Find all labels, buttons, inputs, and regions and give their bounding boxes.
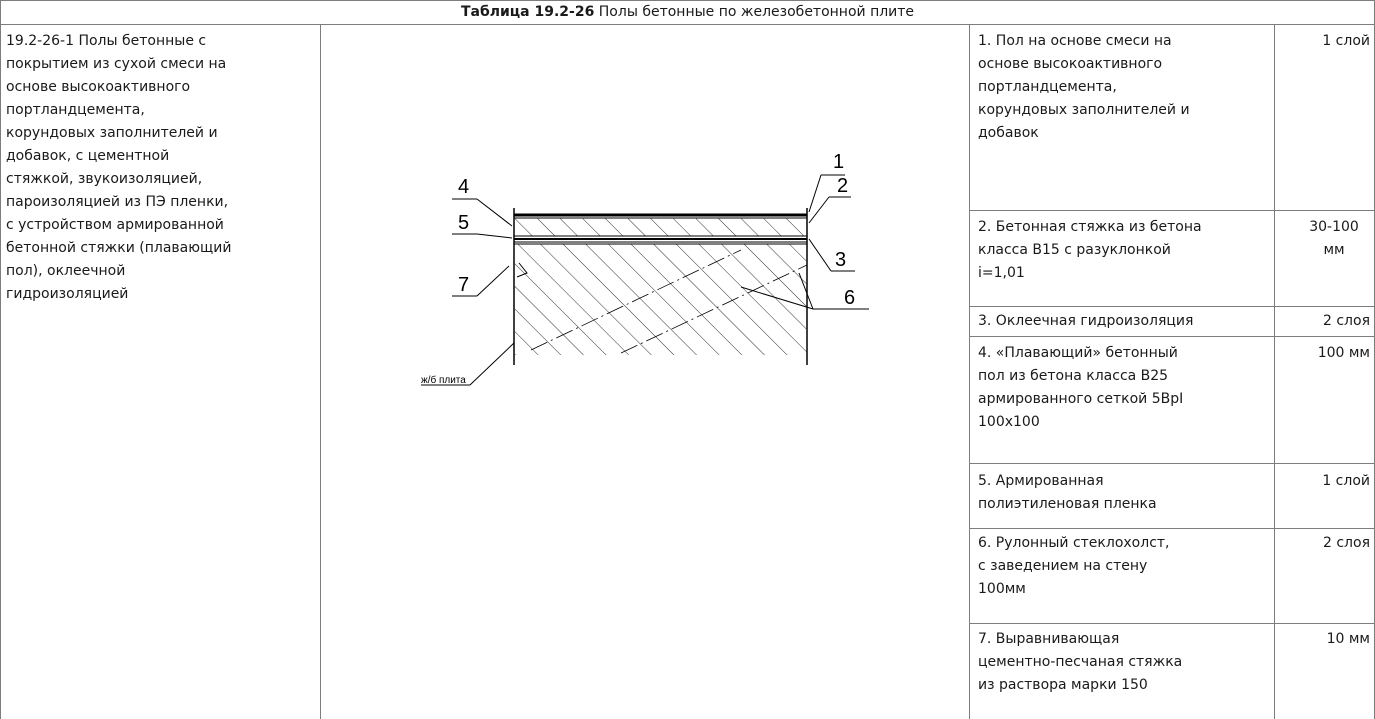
label-2: 2: [808, 175, 851, 224]
layer-3-text: 3. Оклеечная гидроизоляция: [978, 313, 1194, 329]
layer-3-value: 2 слоя: [1323, 313, 1370, 329]
concrete-slab: [514, 244, 807, 355]
label-5: 5: [452, 212, 513, 239]
layer-6-text: 6. Рулонный стеклохолст, с заведением на…: [978, 535, 1170, 597]
slab-label: ж/б плита: [421, 342, 515, 386]
table-title: Таблица 19.2-26 Полы бетонные по железоб…: [0, 0, 1375, 26]
slab-axis-line: [530, 249, 742, 351]
layer-5-text: 5. Армированная полиэтиленовая пленка: [978, 473, 1157, 512]
column-divider-2: [969, 24, 970, 719]
column-divider-3: [1274, 24, 1275, 719]
header-bottom-line: [0, 24, 1375, 25]
row-divider-2: [969, 306, 1375, 307]
layer-1-text: 1. Пол на основе смеси на основе высокоа…: [978, 33, 1190, 141]
layer-1-value: 1 слой: [1322, 33, 1370, 49]
label-6: 6: [740, 272, 869, 310]
table-border-left: [0, 0, 1, 719]
layer-5-value: 1 слой: [1322, 473, 1370, 489]
label-3: 3: [808, 238, 855, 272]
floor-type-description: 19.2-26-1 Полы бетонные с покрытием из с…: [6, 33, 232, 302]
svg-text:ж/б плита: ж/б плита: [421, 374, 466, 386]
svg-text:3: 3: [835, 249, 846, 271]
row-divider-1: [969, 210, 1375, 211]
svg-text:5: 5: [458, 212, 469, 234]
svg-text:4: 4: [458, 176, 469, 198]
layer-2-value: 30-100 мм: [1309, 219, 1359, 258]
svg-text:7: 7: [458, 274, 469, 296]
row-divider-5: [969, 528, 1375, 529]
floor-section-drawing: 1 2 3 4 5 6 7: [421, 151, 869, 386]
svg-text:2: 2: [837, 175, 848, 197]
layer-2-text: 2. Бетонная стяжка из бетона класса В15 …: [978, 219, 1202, 281]
layer-6-value: 2 слоя: [1323, 535, 1370, 551]
table-border-top: [0, 0, 1375, 1]
table-title-text: Полы бетонные по железобетонной плите: [594, 4, 915, 20]
floating-screed: [514, 218, 807, 236]
table-title-number: Таблица 19.2-26: [460, 4, 595, 20]
row-divider-6: [969, 623, 1375, 624]
row-divider-3: [969, 336, 1375, 337]
layer-4-value: 100 мм: [1317, 345, 1370, 361]
layer-7-text: 7. Выравнивающая цементно-песчаная стяжк…: [978, 631, 1183, 693]
layer-7-value: 10 мм: [1326, 631, 1370, 647]
label-4: 4: [452, 176, 513, 227]
label-7: 7: [452, 262, 528, 297]
layer-4-text: 4. «Плавающий» бетонный пол из бетона кл…: [978, 345, 1184, 430]
row-divider-4: [969, 463, 1375, 464]
label-1: 1: [808, 151, 845, 213]
column-divider-1: [320, 24, 321, 719]
svg-text:6: 6: [844, 287, 855, 309]
svg-text:1: 1: [833, 151, 844, 173]
